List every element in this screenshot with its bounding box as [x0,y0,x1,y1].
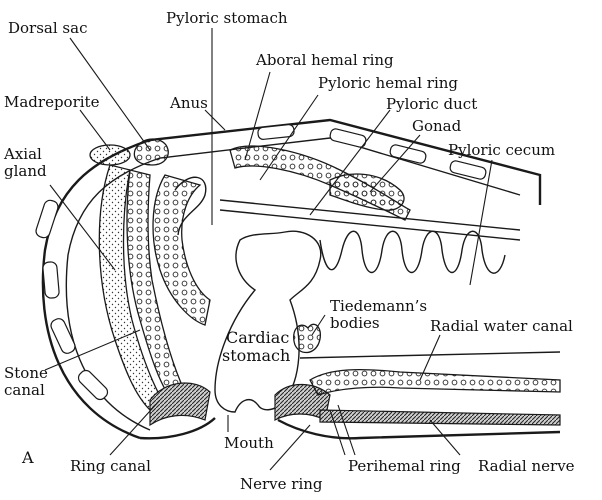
radial-line-upper [299,351,561,359]
label-madreporite: Madreporite [4,93,100,111]
arm-coelom-line-2 [219,199,521,231]
label-pyloric-hemal-ring: Pyloric hemal ring [318,74,459,92]
label-axial-line2: gland [4,162,47,180]
gonad-shape [329,173,405,211]
label-stone-line1: Stone [4,364,48,382]
radial-water-canal-shape [309,368,561,396]
pyloric-duct-shape [229,145,411,221]
radial-nerve-shape [319,409,561,426]
label-tiedemanns-line1: Tiedemann’s [330,297,428,315]
label-stone-line2: canal [4,381,45,399]
leader-lines [44,28,493,471]
skeletal-plates [35,124,487,401]
label-gonad: Gonad [412,117,462,135]
oral-body-wall [139,417,561,440]
cardiac-stomach-outline [214,230,322,413]
label-perihemal-ring: Perihemal ring [348,457,461,475]
oral-ring-left [149,382,211,427]
label-axial-line1: Axial [4,145,42,163]
label-anus: Anus [170,94,208,112]
label-cardiac-line2: stomach [222,346,291,365]
label-cardiac-line1: Cardiac [226,328,290,347]
oral-ring-right [274,383,331,421]
pyloric-stomach-wall [152,174,211,326]
label-ring-canal: Ring canal [70,457,151,475]
pyloric-cecum-folds [319,230,506,274]
label-aboral-hemal-ring: Aboral hemal ring [256,51,394,69]
label-pyloric-duct: Pyloric duct [386,95,478,113]
label-pyloric-cecum: Pyloric cecum [448,141,556,159]
label-radial-nerve: Radial nerve [478,457,575,475]
label-pyloric-stomach: Pyloric stomach [166,9,288,27]
label-nerve-ring: Nerve ring [240,475,323,493]
dorsal-sac-shape [133,138,169,166]
label-dorsal-sac: Dorsal sac [8,19,88,37]
label-radial-water-canal: Radial water canal [430,317,573,335]
arm-coelom-line [219,209,521,241]
label-mouth: Mouth [224,434,274,452]
panel-letter: A [22,448,34,467]
madreporite-shape [89,144,131,166]
label-tiedemanns-line2: bodies [330,314,380,332]
pyloric-stomach-fold [174,176,207,236]
